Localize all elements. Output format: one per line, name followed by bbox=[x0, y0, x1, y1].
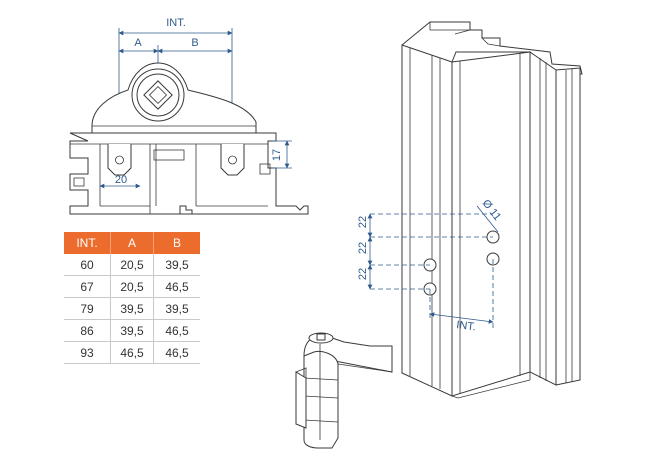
table-cell: 79 bbox=[64, 297, 111, 320]
cross-section-drawing: INT. A B 17 20 bbox=[69, 17, 309, 215]
dim-int-profile-label: INT. bbox=[456, 319, 477, 333]
dim-b-label: B bbox=[191, 37, 198, 49]
table-row: 86 39,5 46,5 bbox=[64, 319, 200, 342]
aluminium-profile-drawing: 22 22 22 Ø 11 INT. bbox=[357, 21, 583, 399]
table-cell: 39,5 bbox=[153, 254, 200, 276]
table-header-b: B bbox=[153, 232, 200, 254]
table-cell: 60 bbox=[64, 254, 111, 276]
table-cell: 67 bbox=[64, 275, 111, 298]
door-hinge-icon bbox=[295, 332, 393, 449]
dim-22-top-label: 22 bbox=[357, 216, 369, 228]
table-cell: 46,5 bbox=[153, 275, 200, 298]
table-cell: 39,5 bbox=[110, 297, 154, 320]
table-cell: 46,5 bbox=[110, 341, 154, 364]
table-cell: 93 bbox=[64, 341, 111, 364]
dimension-table: INT. A B 60 20,5 39,5 67 20,5 46,5 79 39… bbox=[64, 232, 200, 364]
dim-int-label: INT. bbox=[166, 17, 186, 29]
table-row: 93 46,5 46,5 bbox=[64, 341, 200, 364]
dim-20-label: 20 bbox=[115, 174, 127, 186]
dim-22-bot-label: 22 bbox=[357, 268, 369, 280]
table-header-int: INT. bbox=[64, 232, 111, 254]
table-row: 60 20,5 39,5 bbox=[64, 254, 200, 276]
table-cell: 86 bbox=[64, 319, 111, 342]
table-cell: 39,5 bbox=[153, 297, 200, 320]
table-cell: 46,5 bbox=[153, 319, 200, 342]
table-cell: 20,5 bbox=[110, 254, 154, 276]
table-cell: 20,5 bbox=[110, 275, 154, 298]
table-row: 67 20,5 46,5 bbox=[64, 275, 200, 298]
table-cell: 46,5 bbox=[153, 341, 200, 364]
table-cell: 39,5 bbox=[110, 319, 154, 342]
dim-17-label: 17 bbox=[271, 149, 283, 161]
table-header-row: INT. A B bbox=[64, 232, 200, 254]
dim-a-label: A bbox=[134, 37, 142, 49]
table-row: 79 39,5 39,5 bbox=[64, 297, 200, 320]
table-header-a: A bbox=[110, 232, 154, 254]
dim-22-mid-label: 22 bbox=[357, 242, 369, 254]
